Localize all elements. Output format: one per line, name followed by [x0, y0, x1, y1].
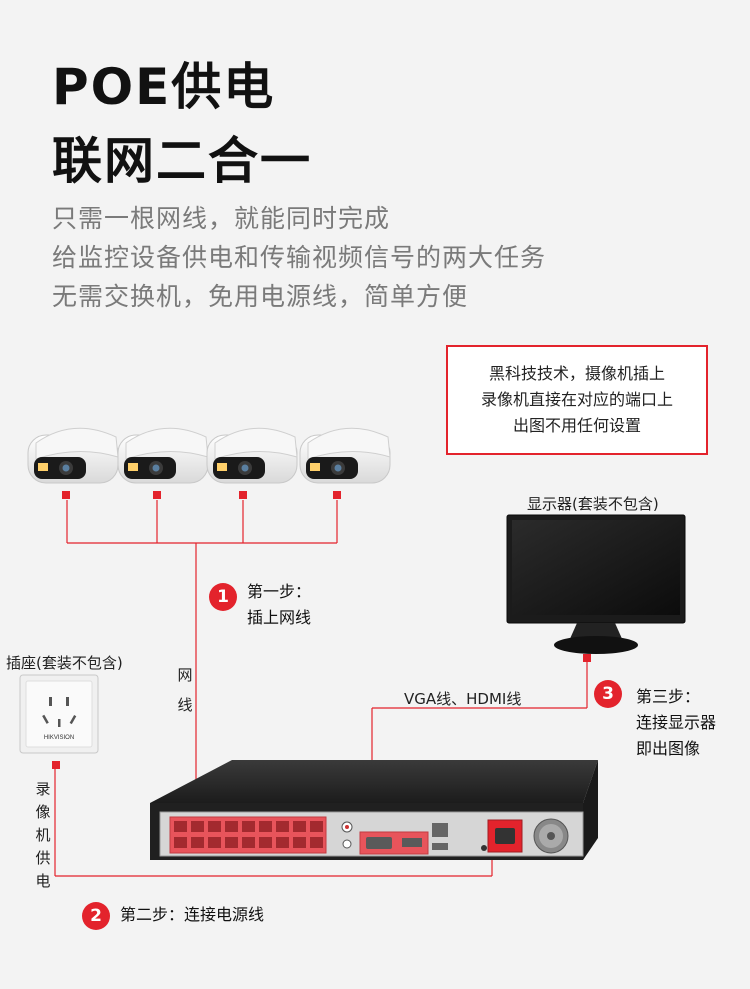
camera-4: [299, 427, 391, 499]
camera-2: [117, 427, 209, 499]
cable-label: 网线: [177, 666, 193, 714]
step-1-desc: 插上网线: [247, 608, 312, 627]
subtitle-line1: 只需一根网线，就能同时完成: [52, 204, 391, 233]
camera-1: [27, 427, 119, 499]
note-box: 黑科技技术，摄像机插上 录像机直接在对应的端口上 出图不用任何设置: [446, 345, 708, 455]
page-title-line2: 联网二合一: [52, 132, 312, 190]
step-2-title: 第二步：连接电源线: [120, 905, 265, 924]
step-3-desc-1: 连接显示器: [636, 713, 717, 732]
subtitle-line2: 给监控设备供电和传输视频信号的两大任务: [52, 243, 547, 272]
poe-ports: [174, 821, 323, 848]
monitor: [506, 514, 686, 662]
power-supply-label: 录像机供电: [35, 780, 51, 890]
step-3-badge: 3: [594, 680, 622, 708]
monitor-label: 显示器(套装不包含): [527, 495, 659, 513]
camera-3: [206, 427, 298, 499]
step-1-title: 第一步：: [247, 582, 312, 601]
page-title-line1: POE供电: [52, 58, 276, 116]
step-3-title: 第三步：: [636, 687, 701, 706]
step-1-badge: 1: [209, 583, 237, 611]
socket-label: 插座(套装不包含): [6, 654, 123, 672]
socket-brand: HIKVISION: [44, 735, 74, 741]
step-2-badge: 2: [82, 902, 110, 930]
nvr-recorder: [150, 760, 598, 860]
note-line3: 出图不用任何设置: [512, 416, 641, 435]
step-3-desc-2: 即出图像: [636, 739, 701, 758]
note-line2: 录像机直接在对应的端口上: [480, 390, 673, 409]
power-socket: HIKVISION: [19, 674, 99, 769]
vga-hdmi-label: VGA线、HDMI线: [404, 690, 522, 708]
subtitle-line3: 无需交换机，免用电源线，简单方便: [52, 282, 469, 311]
note-line1: 黑科技技术，摄像机插上: [488, 364, 665, 383]
